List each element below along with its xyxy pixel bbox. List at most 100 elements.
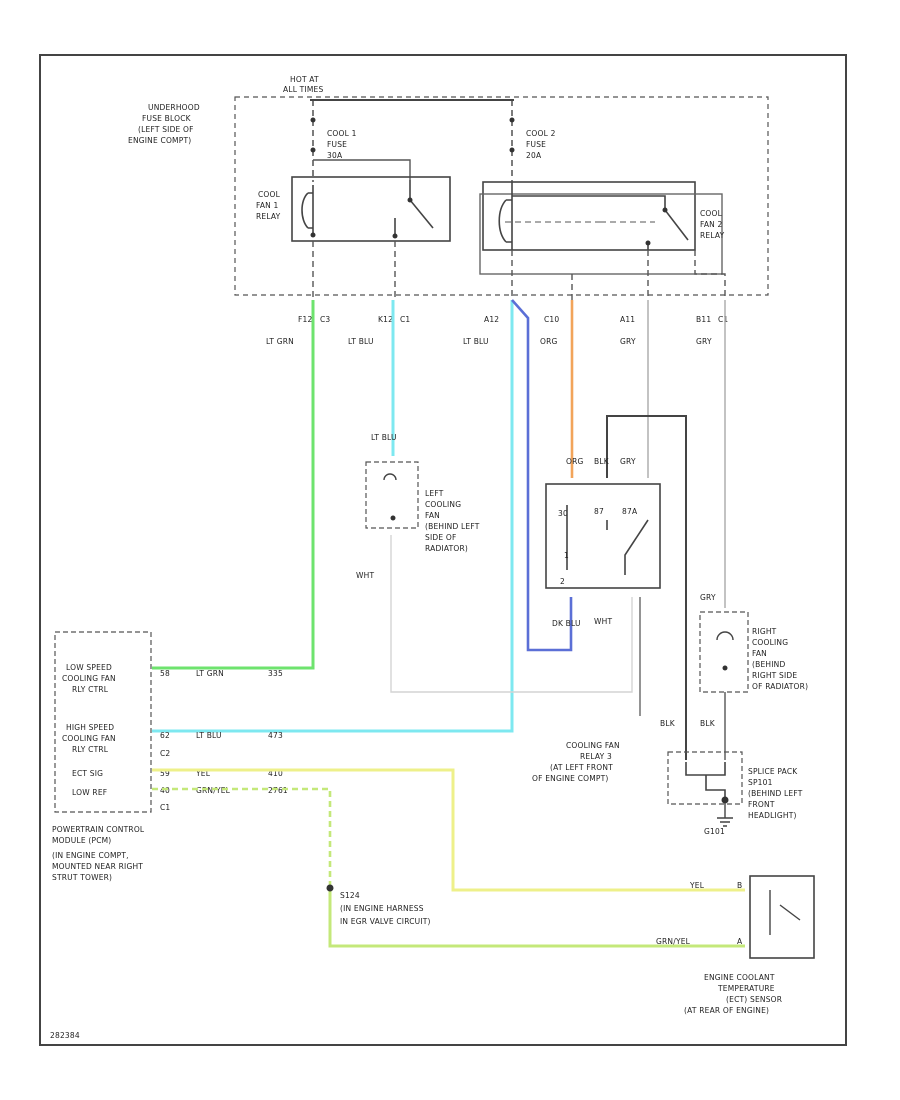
pcm-row-high-speed-pin: 62	[160, 731, 170, 740]
pcm-row-low-ref-pin: 40	[160, 786, 170, 795]
pcm-row-ect-sig-name: ECT SIG	[72, 769, 103, 778]
wire-color-ltblu-2: LT BLU	[463, 337, 489, 346]
pcm-row-low-ref-name: LOW REF	[72, 788, 107, 797]
wire-grn-yel	[152, 787, 332, 888]
fan1-coil-terminal	[310, 232, 316, 238]
fan1-load-terminal	[392, 233, 398, 239]
pcm-row-ect-sig-color: YEL	[195, 769, 211, 778]
wire-yel	[152, 768, 745, 892]
cool1-fuse-terminal-bottom	[310, 147, 316, 153]
wire-wht-left-fan	[390, 535, 633, 693]
right-fan-motor	[716, 631, 734, 641]
ground-label: G101	[704, 827, 725, 836]
connector-a11: A11	[620, 315, 635, 324]
wire-color-org: ORG	[540, 337, 558, 346]
pcm-row-low-ref-color: GRN/YEL	[196, 786, 231, 795]
fan1-relay-switch	[394, 180, 434, 236]
splice-s124	[326, 884, 334, 892]
hot-at-label: HOT AT	[290, 75, 319, 84]
pcm-row-high-speed-circuit: 473	[268, 731, 283, 740]
wire-lt-grn	[152, 300, 315, 670]
connector-c1-right: C1	[718, 315, 728, 324]
diagram-frame	[39, 54, 847, 1046]
connector-b11: B11	[696, 315, 711, 324]
figure-id: 282384	[50, 1031, 80, 1040]
left-fan-wht-label: WHT	[356, 571, 374, 580]
fan1-switch-contact	[407, 197, 413, 203]
splice-pack-node	[721, 796, 729, 804]
right-fan-box	[699, 611, 749, 693]
fan2-gry-out-b11	[694, 250, 726, 300]
relay3-pin-2: 2	[560, 577, 565, 586]
wire-blk-relay3	[606, 415, 687, 760]
cool1-fuse-to-switch	[313, 159, 411, 180]
wire-lt-blu-pcm	[152, 300, 514, 733]
fuse-block-outline	[234, 96, 769, 296]
fan2-relay-housing	[479, 193, 723, 275]
connector-k12: K12	[378, 315, 393, 324]
relay3-pin-87: 87	[594, 507, 604, 516]
cool2-fuse-terminal-top	[509, 117, 515, 123]
wire-grn-yel-sensor	[328, 888, 745, 948]
pcm-connector-c1: C1	[160, 803, 170, 812]
relay3-pin-30: 30	[558, 509, 568, 518]
pcm-connector-c2: C2	[160, 749, 170, 758]
wire-color-ltgrn: LT GRN	[266, 337, 294, 346]
right-fan-wire-gry: GRY	[700, 593, 716, 602]
connector-c10: C10	[544, 315, 559, 324]
pcm-box	[54, 631, 152, 813]
fan2-relay-box	[482, 181, 696, 251]
cool1-fuse-terminal-top	[310, 117, 316, 123]
relay3-wire-blk: BLK	[594, 457, 610, 466]
splice-pack-box	[667, 751, 743, 805]
pcm-row-low-speed-color: LT GRN	[196, 669, 224, 678]
left-fan-box	[365, 461, 419, 529]
pcm-row-low-speed-circuit: 335	[268, 669, 283, 678]
ground-symbol	[717, 803, 733, 827]
sensor-pin-a: A	[737, 937, 743, 946]
sensor-wire-grn-yel: GRN/YEL	[656, 937, 691, 946]
fan1-relay-coil	[301, 185, 314, 235]
right-fan-wire-blk-1: BLK	[660, 719, 676, 728]
fan1-relay-box	[291, 176, 451, 242]
ect-thermistor	[769, 890, 801, 935]
connector-c1-left: C1	[400, 315, 410, 324]
wire-color-gry-2: GRY	[696, 337, 712, 346]
dk-blu-label: DK BLU	[552, 619, 581, 628]
wire-color-ltblu-1: LT BLU	[348, 337, 374, 346]
all-times-label: ALL TIMES	[283, 85, 323, 94]
fan2-relay-coil	[498, 182, 513, 250]
fan2-relay-switch	[512, 195, 689, 250]
fan2-switch-contact	[662, 207, 668, 213]
relay3-switch	[606, 519, 649, 575]
left-fan-wire-label: LT BLU	[371, 433, 397, 442]
sensor-pin-b: B	[737, 881, 742, 890]
cool2-fuse-terminal-bottom	[509, 147, 515, 153]
connector-a12: A12	[484, 315, 499, 324]
wire-dk-blu	[511, 299, 573, 652]
fan2-load-terminal	[645, 240, 651, 246]
pcm-row-ect-sig-circuit: 410	[268, 769, 283, 778]
relay3-wire-gry: GRY	[620, 457, 636, 466]
pcm-row-ect-sig-pin: 59	[160, 769, 170, 778]
pcm-row-low-ref-circuit: 2761	[268, 786, 288, 795]
right-fan-wire-blk-2: BLK	[700, 719, 716, 728]
pcm-row-high-speed-color: LT BLU	[196, 731, 222, 740]
left-fan-terminal	[390, 515, 396, 521]
splice-pack-bus	[685, 762, 726, 800]
left-fan-motor	[383, 473, 397, 481]
